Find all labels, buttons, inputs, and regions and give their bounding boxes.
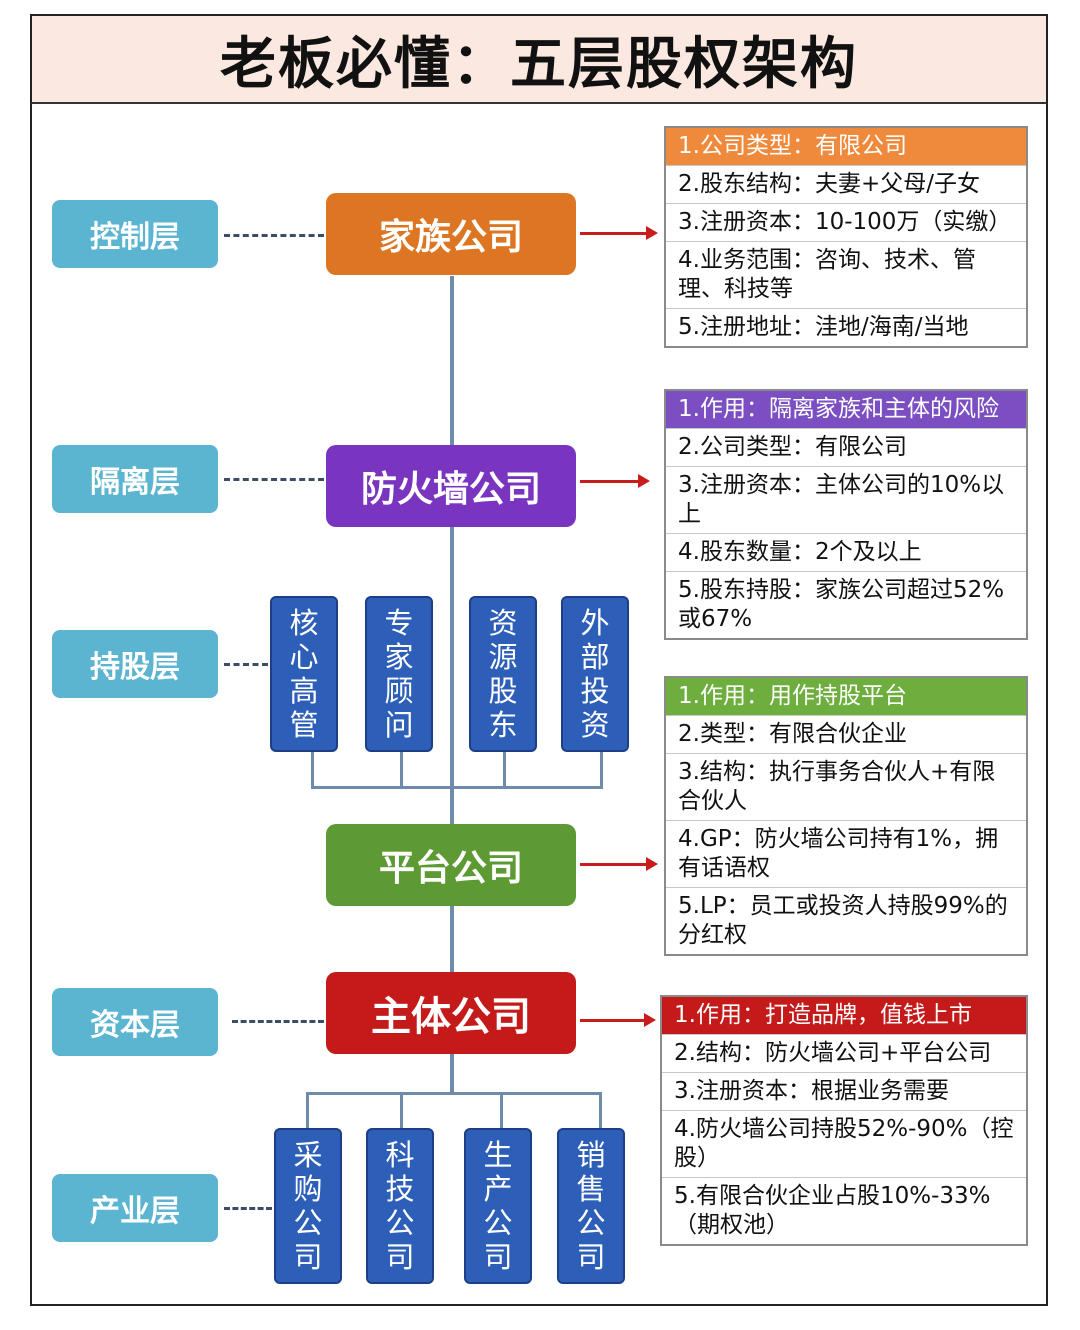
panel-platform: 1.作用：用作持股平台 2.类型：有限合伙企业 3.结构：执行事务合伙人+有限合… [664,676,1028,956]
panel-row: 1.作用：用作持股平台 [666,678,1026,715]
panel-row: 4.防火墙公司持股52%-90%（控股） [662,1110,1026,1177]
panel-firewall: 1.作用：隔离家族和主体的风险 2.公司类型：有限公司 3.注册资本：主体公司的… [664,389,1028,640]
firewall-company-box: 防火墙公司 [326,445,576,527]
industry-box-purchasing: 采购公司 [274,1128,342,1284]
panel-row: 4.业务范围：咨询、技术、管理、科技等 [666,241,1026,308]
arrow-main [580,1013,656,1027]
layer-isolation: 隔离层 [52,445,218,513]
dash-control [224,234,324,237]
holding-box-external-investment: 外部投资 [561,596,629,752]
panel-row: 5.股东持股：家族公司超过52%或67% [666,571,1026,638]
industry-box-production: 生产公司 [464,1128,532,1284]
industry-box-label: 销售公司 [576,1138,606,1274]
panel-row: 4.股东数量：2个及以上 [666,533,1026,571]
panel-row: 2.股东结构：夫妻+父母/子女 [666,165,1026,203]
panel-row: 4.GP：防火墙公司持有1%，拥有话语权 [666,820,1026,887]
panel-row: 2.类型：有限合伙企业 [666,715,1026,753]
holding-drop-4 [600,750,603,788]
industry-box-label: 科技公司 [385,1138,415,1274]
holding-box-advisors: 专家顾问 [365,596,433,752]
dash-industry [224,1207,272,1210]
industry-drop-4 [599,1092,602,1128]
holding-drop-1 [311,750,314,788]
layer-industry: 产业层 [52,1174,218,1242]
panel-row: 1.公司类型：有限公司 [666,128,1026,165]
dash-isolation [224,478,324,481]
holding-bus-line [311,786,603,789]
panel-row: 3.注册资本：10-100万（实缴） [666,203,1026,241]
title-bar: 老板必懂：五层股权架构 [30,14,1048,104]
layer-holding: 持股层 [52,630,218,698]
holding-box-label: 外部投资 [580,606,610,742]
arrow-family [580,226,658,240]
holding-drop-3 [503,750,506,788]
trunk-line [450,276,454,824]
panel-row: 5.LP：员工或投资人持股99%的分红权 [666,887,1026,954]
main-company-box: 主体公司 [326,972,576,1054]
industry-box-sales: 销售公司 [557,1128,625,1284]
holding-drop-2 [400,750,403,788]
panel-row: 1.作用：隔离家族和主体的风险 [666,391,1026,428]
holding-box-executives: 核心高管 [270,596,338,752]
arrow-firewall [580,474,650,488]
holding-box-resource-shareholders: 资源股东 [469,596,537,752]
holding-box-label: 核心高管 [289,606,319,742]
platform-company-box: 平台公司 [326,824,576,906]
panel-main: 1.作用：打造品牌，值钱上市 2.结构：防火墙公司+平台公司 3.注册资本：根据… [660,995,1028,1246]
industry-drop-1 [306,1092,309,1128]
panel-row: 3.结构：执行事务合伙人+有限合伙人 [666,753,1026,820]
panel-row: 5.注册地址：洼地/海南/当地 [666,308,1026,346]
panel-row: 3.注册资本：根据业务需要 [662,1072,1026,1110]
holding-box-label: 专家顾问 [384,606,414,742]
panel-family: 1.公司类型：有限公司 2.股东结构：夫妻+父母/子女 3.注册资本：10-10… [664,126,1028,348]
industry-bus-line [306,1092,602,1095]
panel-row: 3.注册资本：主体公司的10%以上 [666,466,1026,533]
panel-row: 2.结构：防火墙公司+平台公司 [662,1034,1026,1072]
panel-row: 5.有限合伙企业占股10%-33%（期权池） [662,1177,1026,1244]
industry-box-technology: 科技公司 [366,1128,434,1284]
page-title: 老板必懂：五层股权架构 [220,31,858,97]
industry-box-label: 采购公司 [293,1138,323,1274]
panel-row: 2.公司类型：有限公司 [666,428,1026,466]
family-company-box: 家族公司 [326,193,576,275]
dash-capital [232,1020,324,1023]
layer-control: 控制层 [52,200,218,268]
industry-stem [450,1054,454,1094]
arrow-platform [580,857,658,871]
industry-drop-3 [500,1092,503,1128]
dash-holding [224,663,268,666]
industry-box-label: 生产公司 [483,1138,513,1274]
trunk-line-lower [450,906,454,972]
industry-drop-2 [400,1092,403,1128]
layer-capital: 资本层 [52,988,218,1056]
holding-box-label: 资源股东 [488,606,518,742]
panel-row: 1.作用：打造品牌，值钱上市 [662,997,1026,1034]
